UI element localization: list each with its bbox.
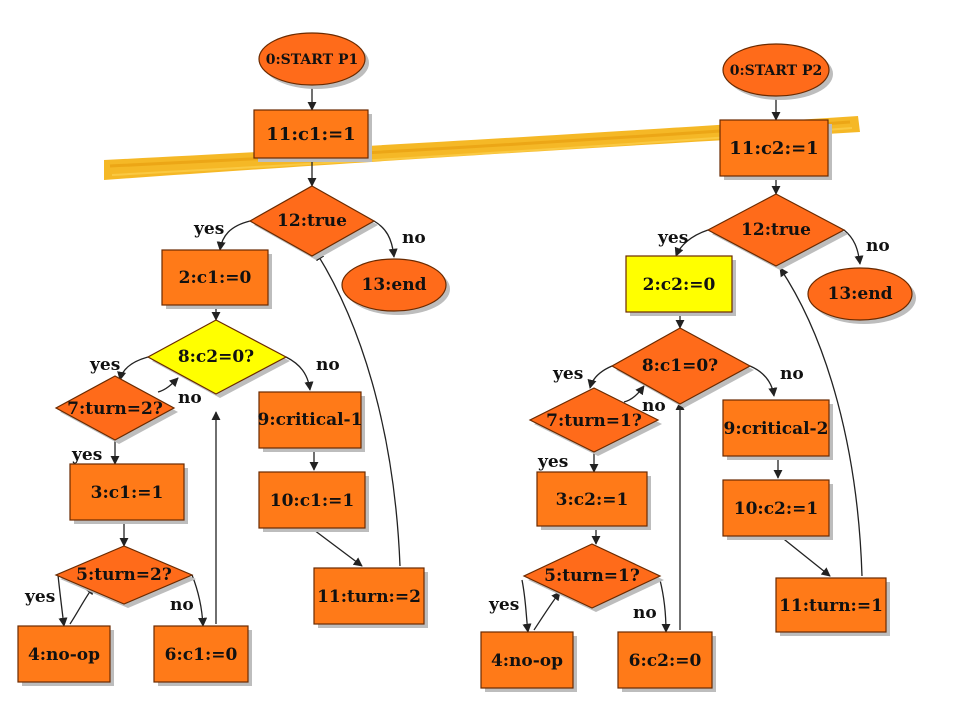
p2-start-node: 0:START P2	[722, 43, 833, 100]
p2-critical-node: 9:critical-2	[722, 399, 833, 460]
p2-testc-yes-label: yes	[552, 364, 583, 384]
p1-critical-node: 9:critical-1	[258, 391, 365, 452]
p1-loop-diamond: 12:true	[248, 185, 378, 260]
p1-end-label: 13:end	[362, 275, 427, 295]
p2-set-c-one-label: 3:c2:=1	[556, 490, 629, 510]
p2-edge-noop-wait	[533, 591, 561, 631]
p2-test-c-diamond: 8:c1=0?	[610, 327, 754, 408]
p1-turn-yes-label: yes	[71, 445, 102, 465]
p2-end-node: 13:end	[807, 267, 916, 324]
p1-start-node: 0:START P1	[258, 32, 369, 89]
p1-loop-yes-label: yes	[193, 219, 224, 239]
p1-turn-no-label: no	[178, 388, 202, 408]
p1-test-c-label: 8:c2=0?	[178, 347, 254, 367]
p1-edge-turn-no	[157, 377, 179, 393]
p2-wait-yes-label: yes	[488, 595, 519, 615]
p1-wait-turn-label: 5:turn=2?	[76, 565, 172, 585]
p2-turn-yes-label: yes	[537, 452, 568, 472]
p1-edge-labels: yes no yes no no yes yes no	[24, 219, 426, 615]
p2-edges	[521, 96, 864, 633]
p2-release-c-node: 10:c2:=1	[722, 479, 833, 540]
p2-loop-label: 12:true	[741, 220, 811, 240]
p2-loop-no-label: no	[866, 236, 890, 256]
p1-set-c-label: 2:c1:=0	[179, 268, 252, 288]
p2-init-node: 11:c2:=1	[719, 119, 832, 180]
p2-nodes: 0:START P2 11:c2:=1 12:true 13:end 2:c2:…	[480, 43, 916, 692]
p2-loop-diamond: 12:true	[706, 193, 848, 270]
p1-release-c-node: 10:c1:=1	[258, 471, 369, 532]
p1-edge-testc-no	[285, 356, 314, 391]
p2-end-label: 13:end	[828, 284, 893, 304]
p2-reset-c-label: 6:c2:=0	[629, 651, 702, 671]
p2-edge-testc-no	[749, 365, 778, 397]
p1-release-c-label: 10:c1:=1	[270, 491, 354, 511]
p1-noop-label: 4:no-op	[28, 645, 100, 665]
p2-start-label: 0:START P2	[730, 63, 822, 79]
p2-reset-c-node: 6:c2:=0	[617, 631, 716, 692]
p1-init-label: 11:c1:=1	[266, 124, 355, 145]
p2-edge-release-turn	[779, 535, 831, 577]
p1-test-turn-label: 7:turn=2?	[67, 399, 163, 419]
p1-wait-turn-diamond: 5:turn=2?	[54, 545, 196, 608]
p1-set-c-node: 2:c1:=0	[161, 249, 272, 309]
p1-set-turn-label: 11:turn:=2	[317, 587, 421, 607]
p2-edge-wait-yes	[521, 579, 532, 633]
p1-nodes: 0:START P1 11:c1:=1 12:true 13:end 2:c1:…	[17, 32, 450, 686]
p2-wait-turn-label: 5:turn=1?	[544, 566, 640, 586]
p1-end-node: 13:end	[341, 258, 450, 315]
p2-loop-yes-label: yes	[657, 228, 688, 248]
p1-wait-yes-label: yes	[24, 587, 55, 607]
p2-critical-label: 9:critical-2	[724, 419, 829, 439]
p1-test-turn-diamond: 7:turn=2?	[54, 375, 178, 444]
p1-edge-release-turn	[313, 529, 363, 567]
p1-edge-turn-loop	[315, 251, 401, 567]
p2-wait-no-label: no	[633, 603, 657, 623]
p2-turn-no-label: no	[642, 396, 666, 416]
p2-edge-testc-yes	[587, 365, 613, 389]
p1-edge-testc-yes	[117, 356, 149, 381]
p1-noop-node: 4:no-op	[17, 625, 114, 686]
p1-testc-yes-label: yes	[89, 355, 120, 375]
p1-loop-label: 12:true	[277, 211, 347, 231]
p2-noop-node: 4:no-op	[480, 631, 577, 692]
p1-wait-no-label: no	[170, 595, 194, 615]
p2-init-label: 11:c2:=1	[729, 138, 818, 159]
p2-edge-turn-loop	[779, 267, 863, 577]
p1-set-turn-node: 11:turn:=2	[313, 567, 428, 628]
p1-init-node: 11:c1:=1	[253, 109, 372, 162]
p2-edge-labels: yes no yes no no yes yes no	[488, 228, 890, 623]
p2-set-c-label: 2:c2:=0	[643, 275, 716, 295]
p2-noop-label: 4:no-op	[491, 651, 563, 671]
p2-wait-turn-diamond: 5:turn=1?	[522, 543, 664, 612]
p1-reset-c-node: 6:c1:=0	[153, 625, 252, 686]
p2-edge-loop-no	[843, 229, 864, 265]
p2-set-turn-label: 11:turn:=1	[779, 596, 883, 616]
p2-edge-turn-no	[623, 385, 645, 403]
p1-edge-loop-yes	[216, 220, 251, 251]
p1-start-label: 0:START P1	[266, 52, 358, 68]
p1-reset-c-label: 6:c1:=0	[165, 645, 238, 665]
p1-edge-wait-yes	[57, 574, 68, 627]
p1-set-c-one-node: 3:c1:=1	[69, 463, 188, 524]
p1-critical-label: 9:critical-1	[258, 410, 363, 430]
p2-edge-wait-no	[659, 579, 671, 633]
p2-set-turn-node: 11:turn:=1	[775, 577, 890, 636]
p2-test-c-label: 8:c1=0?	[642, 356, 718, 376]
p2-edge-loop-yes	[674, 229, 709, 257]
p2-test-turn-label: 7:turn=1?	[546, 411, 642, 431]
p1-testc-no-label: no	[316, 355, 340, 375]
p2-set-c-one-node: 3:c2:=1	[536, 471, 651, 530]
p2-testc-no-label: no	[780, 364, 804, 384]
p2-release-c-label: 10:c2:=1	[734, 499, 818, 519]
p1-edge-loop-no	[373, 220, 398, 258]
p1-set-c-one-label: 3:c1:=1	[91, 483, 164, 503]
p1-test-c-diamond: 8:c2=0?	[146, 319, 290, 398]
p2-set-c-node: 2:c2:=0	[625, 255, 736, 316]
p1-loop-no-label: no	[402, 228, 426, 248]
p2-test-turn-diamond: 7:turn=1?	[528, 387, 662, 456]
